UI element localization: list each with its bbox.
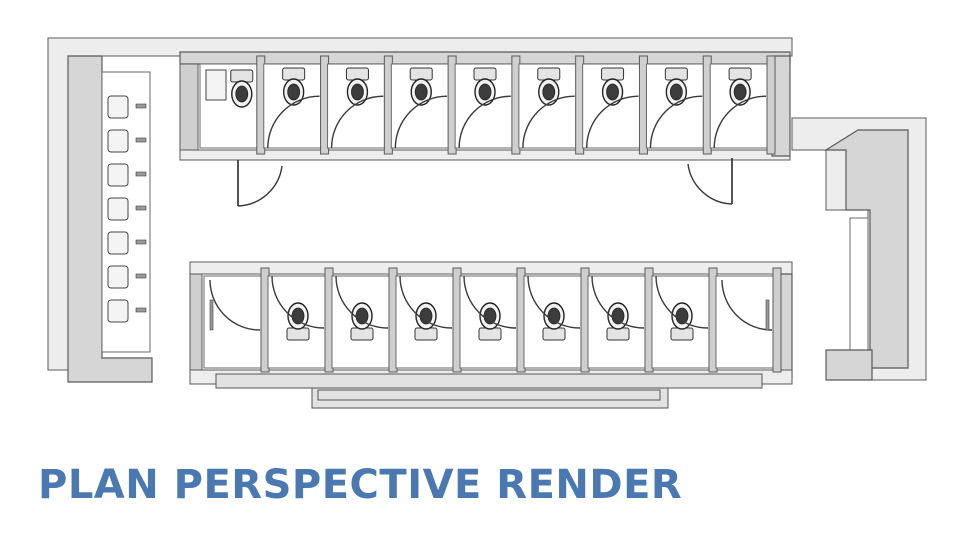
- upper-stall: [709, 55, 776, 155]
- toilet-icon: [606, 302, 630, 341]
- toilet-icon: [345, 67, 369, 106]
- toilet-icon: [664, 67, 688, 106]
- lavatory-sink: [107, 163, 147, 187]
- door-swing: [713, 95, 767, 149]
- lavatory-sink: [107, 231, 147, 255]
- door-swing: [335, 275, 389, 329]
- door-swing: [721, 279, 773, 331]
- toilet-icon: [282, 67, 306, 106]
- door-swing: [463, 275, 517, 329]
- lower-stall: [651, 267, 718, 373]
- lavatory-counter: [215, 373, 763, 409]
- lower-stall: [587, 267, 654, 373]
- door-swing: [399, 275, 453, 329]
- toilet-icon: [230, 69, 254, 108]
- upper-stall: [454, 55, 521, 155]
- door-swing: [271, 275, 325, 329]
- lavatory-sink: [107, 265, 147, 289]
- caption-title: PLAN PERSPECTIVE RENDER: [38, 462, 683, 508]
- toilet-icon: [542, 302, 566, 341]
- door-swing: [330, 95, 384, 149]
- upper-stall: [327, 55, 393, 155]
- door-swing: [209, 279, 261, 331]
- grab-bar-icon: [765, 299, 770, 331]
- toilet-icon: [478, 302, 502, 341]
- toilet-icon: [537, 67, 561, 106]
- sink-icon: [205, 69, 227, 101]
- upper-stall-block: [179, 51, 791, 161]
- toilet-icon: [728, 67, 752, 106]
- door-swing: [585, 95, 639, 149]
- upper-stall: [645, 55, 712, 155]
- door-swing: [458, 95, 511, 149]
- sink-row: [107, 95, 147, 323]
- grab-bar-icon: [209, 299, 214, 331]
- upper-stall: [518, 55, 585, 155]
- lower-stall: [523, 267, 590, 373]
- lower-stall: [267, 267, 334, 373]
- door-swing: [655, 275, 709, 329]
- entry-doors: [237, 158, 733, 207]
- upper-stall: [199, 55, 266, 155]
- lavatory-sink: [107, 129, 147, 153]
- lavatory-sink: [107, 95, 147, 119]
- lower-stall: [203, 267, 270, 373]
- upper-stall: [390, 55, 457, 155]
- door-swing: [649, 95, 703, 149]
- door-swing: [394, 95, 448, 149]
- toilet-icon: [601, 67, 625, 106]
- restroom-plan-render: [47, 37, 927, 409]
- lower-stall: [395, 267, 462, 373]
- upper-stall: [582, 55, 648, 155]
- lower-stall: [715, 267, 782, 373]
- door-swing: [527, 275, 581, 329]
- door-swing: [522, 95, 575, 149]
- door-swing: [267, 95, 320, 149]
- lavatory-sink: [107, 299, 147, 323]
- toilet-icon: [473, 67, 497, 106]
- lavatory-sink: [107, 197, 147, 221]
- door-swing: [591, 275, 645, 329]
- right-wing: [791, 117, 927, 381]
- upper-stall: [263, 55, 330, 155]
- lower-stall: [459, 267, 526, 373]
- lower-stall-block: [189, 261, 793, 385]
- lower-stall: [331, 267, 398, 373]
- toilet-icon: [409, 67, 433, 106]
